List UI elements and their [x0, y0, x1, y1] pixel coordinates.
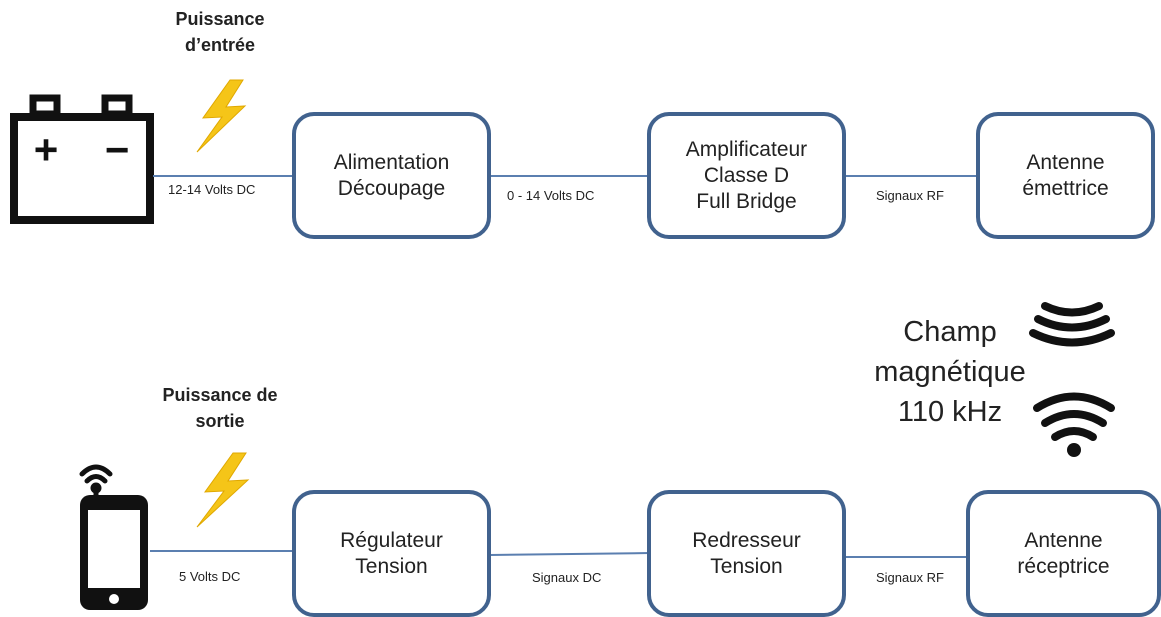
output-power-title: Puissance de sortie [145, 382, 295, 434]
battery-plus: + [34, 126, 59, 173]
antenne-emettrice-line1: Antenne [1026, 150, 1105, 174]
wifi-icon [79, 464, 113, 500]
champ-magnetique-label: Champ magnétique 110 kHz [850, 312, 1050, 432]
champ-line2: magnétique [874, 356, 1026, 388]
input-power-title: Puissance d’entrée [150, 6, 290, 58]
output-power-line1: Puissance de [162, 385, 278, 405]
amplificateur-line2: Classe D [703, 163, 790, 187]
label-phone-regul: 5 Volts DC [179, 569, 241, 584]
alimentation-line1: Alimentation [333, 150, 450, 174]
label-redress-antenne: Signaux RF [876, 570, 944, 585]
antenne-receptrice-line1: Antenne [1024, 528, 1103, 552]
line-ampli-antenne [845, 175, 978, 177]
box-redresseur: Redresseur Tension [647, 490, 846, 617]
output-power-line2: sortie [195, 411, 245, 431]
label-ampli-antenne: Signaux RF [876, 188, 944, 203]
label-alim-ampli: 0 - 14 Volts DC [507, 188, 595, 203]
regulateur-line1: Régulateur [340, 528, 443, 552]
label-regul-redress: Signaux DC [532, 570, 602, 585]
redresseur-line1: Redresseur [692, 528, 801, 552]
input-power-line1: Puissance [175, 9, 265, 29]
antenne-emettrice-line2: émettrice [1022, 176, 1109, 200]
box-antenne-emettrice: Antenne émettrice [976, 112, 1155, 239]
line-alim-ampli [490, 175, 648, 177]
champ-line1: Champ [903, 316, 997, 348]
amplificateur-line1: Amplificateur [685, 137, 808, 161]
box-regulateur: Régulateur Tension [292, 490, 491, 617]
lightning-bolt-icon [196, 79, 247, 153]
box-antenne-receptrice: Antenne réceptrice [966, 490, 1161, 617]
alimentation-line2: Découpage [337, 176, 446, 200]
lightning-bolt-icon [196, 452, 250, 528]
champ-line3: 110 kHz [897, 396, 1003, 428]
line-battery-alim [153, 175, 293, 177]
antenne-receptrice-line2: réceptrice [1017, 554, 1110, 578]
box-amplificateur: Amplificateur Classe D Full Bridge [647, 112, 846, 239]
amplificateur-line3: Full Bridge [696, 189, 797, 213]
battery-minus: − [105, 126, 130, 173]
input-power-line2: d’entrée [184, 35, 256, 55]
line-redress-antenne [845, 556, 978, 558]
smartphone-icon [79, 464, 148, 610]
wave-dot [1067, 443, 1081, 457]
battery-icon: + − [10, 94, 154, 224]
label-battery-alim: 12-14 Volts DC [168, 182, 256, 197]
line-phone-regul [150, 550, 293, 552]
box-alimentation: Alimentation Découpage [292, 112, 491, 239]
redresseur-line2: Tension [710, 554, 783, 578]
regulateur-line2: Tension [355, 554, 428, 578]
